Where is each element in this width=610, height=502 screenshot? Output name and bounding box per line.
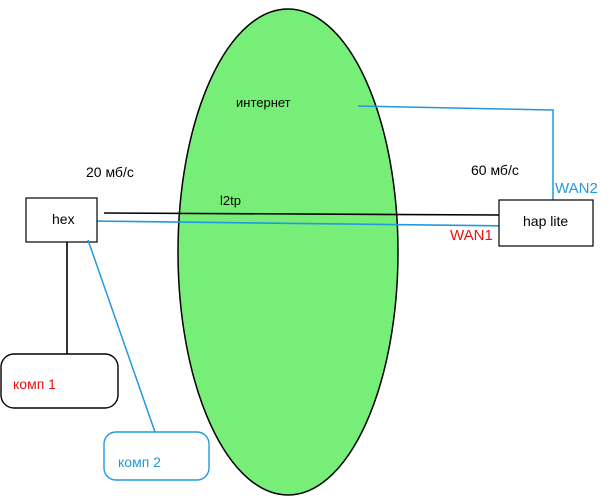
pc1-box bbox=[0, 353, 119, 409]
pc2-link-line bbox=[87, 239, 156, 433]
wan2-label: WAN2 bbox=[555, 180, 598, 197]
hex-label: hex bbox=[52, 211, 75, 227]
speed-right-label: 60 мб/с bbox=[471, 162, 519, 178]
l2tp-label: l2tp bbox=[220, 193, 241, 208]
l2tp-tunnel-line bbox=[103, 212, 501, 216]
pc2-box bbox=[103, 431, 210, 481]
speed-left-label: 20 мб/с bbox=[86, 164, 134, 180]
internet-label: интернет bbox=[236, 95, 291, 110]
pc1-label: комп 1 bbox=[13, 376, 56, 392]
pc2-label: комп 2 bbox=[118, 454, 161, 470]
internet-cloud bbox=[177, 8, 399, 496]
hap-lite-router-box bbox=[498, 199, 594, 247]
wan1-link-line bbox=[89, 220, 513, 227]
hex-router-box bbox=[25, 197, 98, 243]
hap-lite-label: hap lite bbox=[523, 213, 568, 229]
wan2-link-line bbox=[357, 105, 554, 200]
wan1-label: WAN1 bbox=[450, 227, 493, 244]
